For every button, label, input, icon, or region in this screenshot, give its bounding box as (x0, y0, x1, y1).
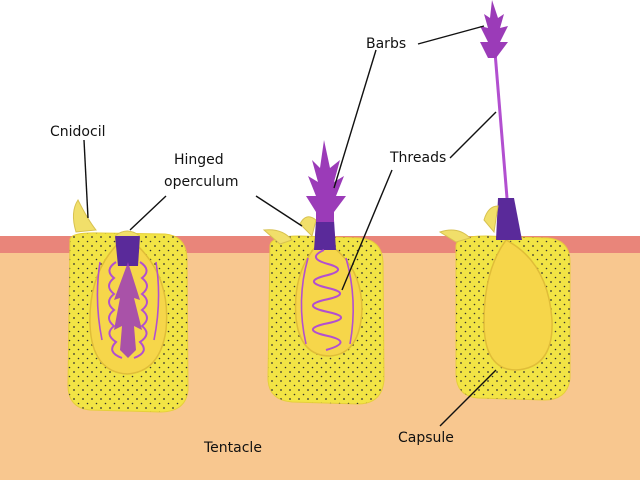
coiled-thread-2 (312, 249, 342, 351)
cnidocil-3 (438, 229, 471, 243)
leader-threads-1 (341, 169, 393, 291)
leader-operculum-2 (255, 195, 303, 227)
label-threads: Threads (389, 150, 446, 166)
cell-discharged (438, 0, 571, 401)
everted-barbs-3 (480, 0, 508, 58)
leader-operculum-1 (129, 195, 167, 231)
operculum-2 (314, 220, 336, 250)
label-cnidocil: Cnidocil (50, 124, 105, 140)
cnidocil-1 (72, 199, 97, 233)
leader-threads-2 (449, 111, 497, 159)
everted-thread-3 (492, 39, 509, 199)
cell-discharging (262, 140, 385, 405)
label-capsule: Capsule (398, 430, 454, 446)
label-operculum: operculum (164, 174, 238, 190)
leader-lines (83, 25, 497, 427)
leader-barbs-3 (417, 25, 485, 45)
leader-barbs-2 (333, 49, 377, 189)
label-hinged: Hinged (174, 152, 224, 168)
label-barbs: Barbs (366, 36, 406, 52)
inverted-barbs-1 (114, 262, 142, 358)
operculum-3 (496, 198, 522, 240)
capsule-3 (483, 239, 553, 371)
coiled-thread-1 (108, 261, 148, 359)
cnidocil-2 (262, 229, 293, 245)
leader-cnidocil (83, 139, 89, 219)
leader-capsule (439, 369, 497, 427)
operculum-1 (115, 236, 140, 266)
everting-barbs-2 (306, 140, 346, 222)
cell-undischarged (67, 199, 189, 413)
label-tentacle: Tentacle (203, 440, 262, 456)
